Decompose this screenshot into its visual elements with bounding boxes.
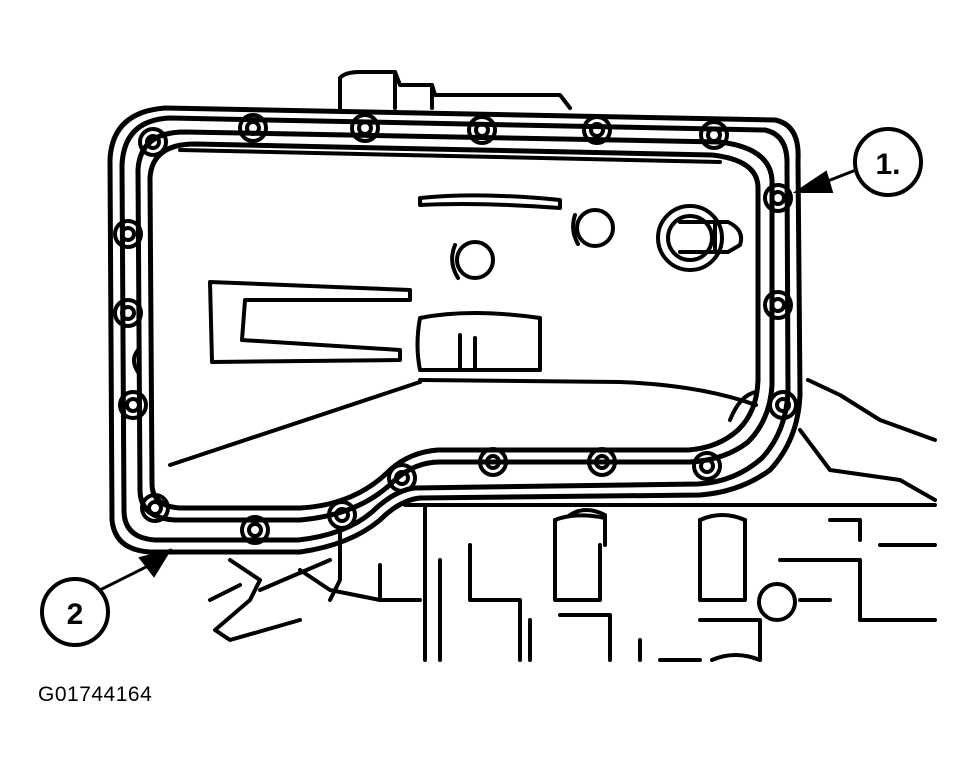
pan-bolt xyxy=(118,390,148,420)
pan-bolt xyxy=(113,219,143,249)
pan-bolt xyxy=(238,113,268,143)
pan-bolt xyxy=(587,447,617,477)
pan-bolts xyxy=(113,113,798,545)
pan-bolt xyxy=(467,115,497,145)
pan-bolt xyxy=(240,515,270,545)
pan-bolt xyxy=(763,183,793,213)
pan-bolt xyxy=(140,493,170,523)
callout-1: 1. xyxy=(792,127,923,197)
pan-bolt xyxy=(138,127,168,157)
pan-bolt xyxy=(582,115,612,145)
engine-block-background xyxy=(208,378,937,662)
pan-bolt xyxy=(763,290,793,320)
pan-body xyxy=(135,129,775,523)
callout-2-arrowhead xyxy=(138,548,173,578)
pan-gasket xyxy=(107,105,803,555)
figure-id-label: G01744164 xyxy=(38,683,153,706)
callout-1-label: 1. xyxy=(875,148,900,181)
pan-bolt xyxy=(113,298,143,328)
pan-bolt xyxy=(699,120,729,150)
pan-bolt xyxy=(387,463,417,493)
pan-top-fitting xyxy=(338,70,572,110)
pan-bolt xyxy=(692,451,722,481)
pan-bolt xyxy=(478,447,508,477)
pan-bolt xyxy=(350,113,380,143)
pan-interior-details xyxy=(132,148,758,467)
callout-2: 2 xyxy=(40,548,173,647)
pan-bolt xyxy=(327,500,357,530)
pan-bolt xyxy=(768,390,798,420)
callout-1-arrowhead xyxy=(792,170,834,193)
callout-2-label: 2 xyxy=(67,598,84,631)
